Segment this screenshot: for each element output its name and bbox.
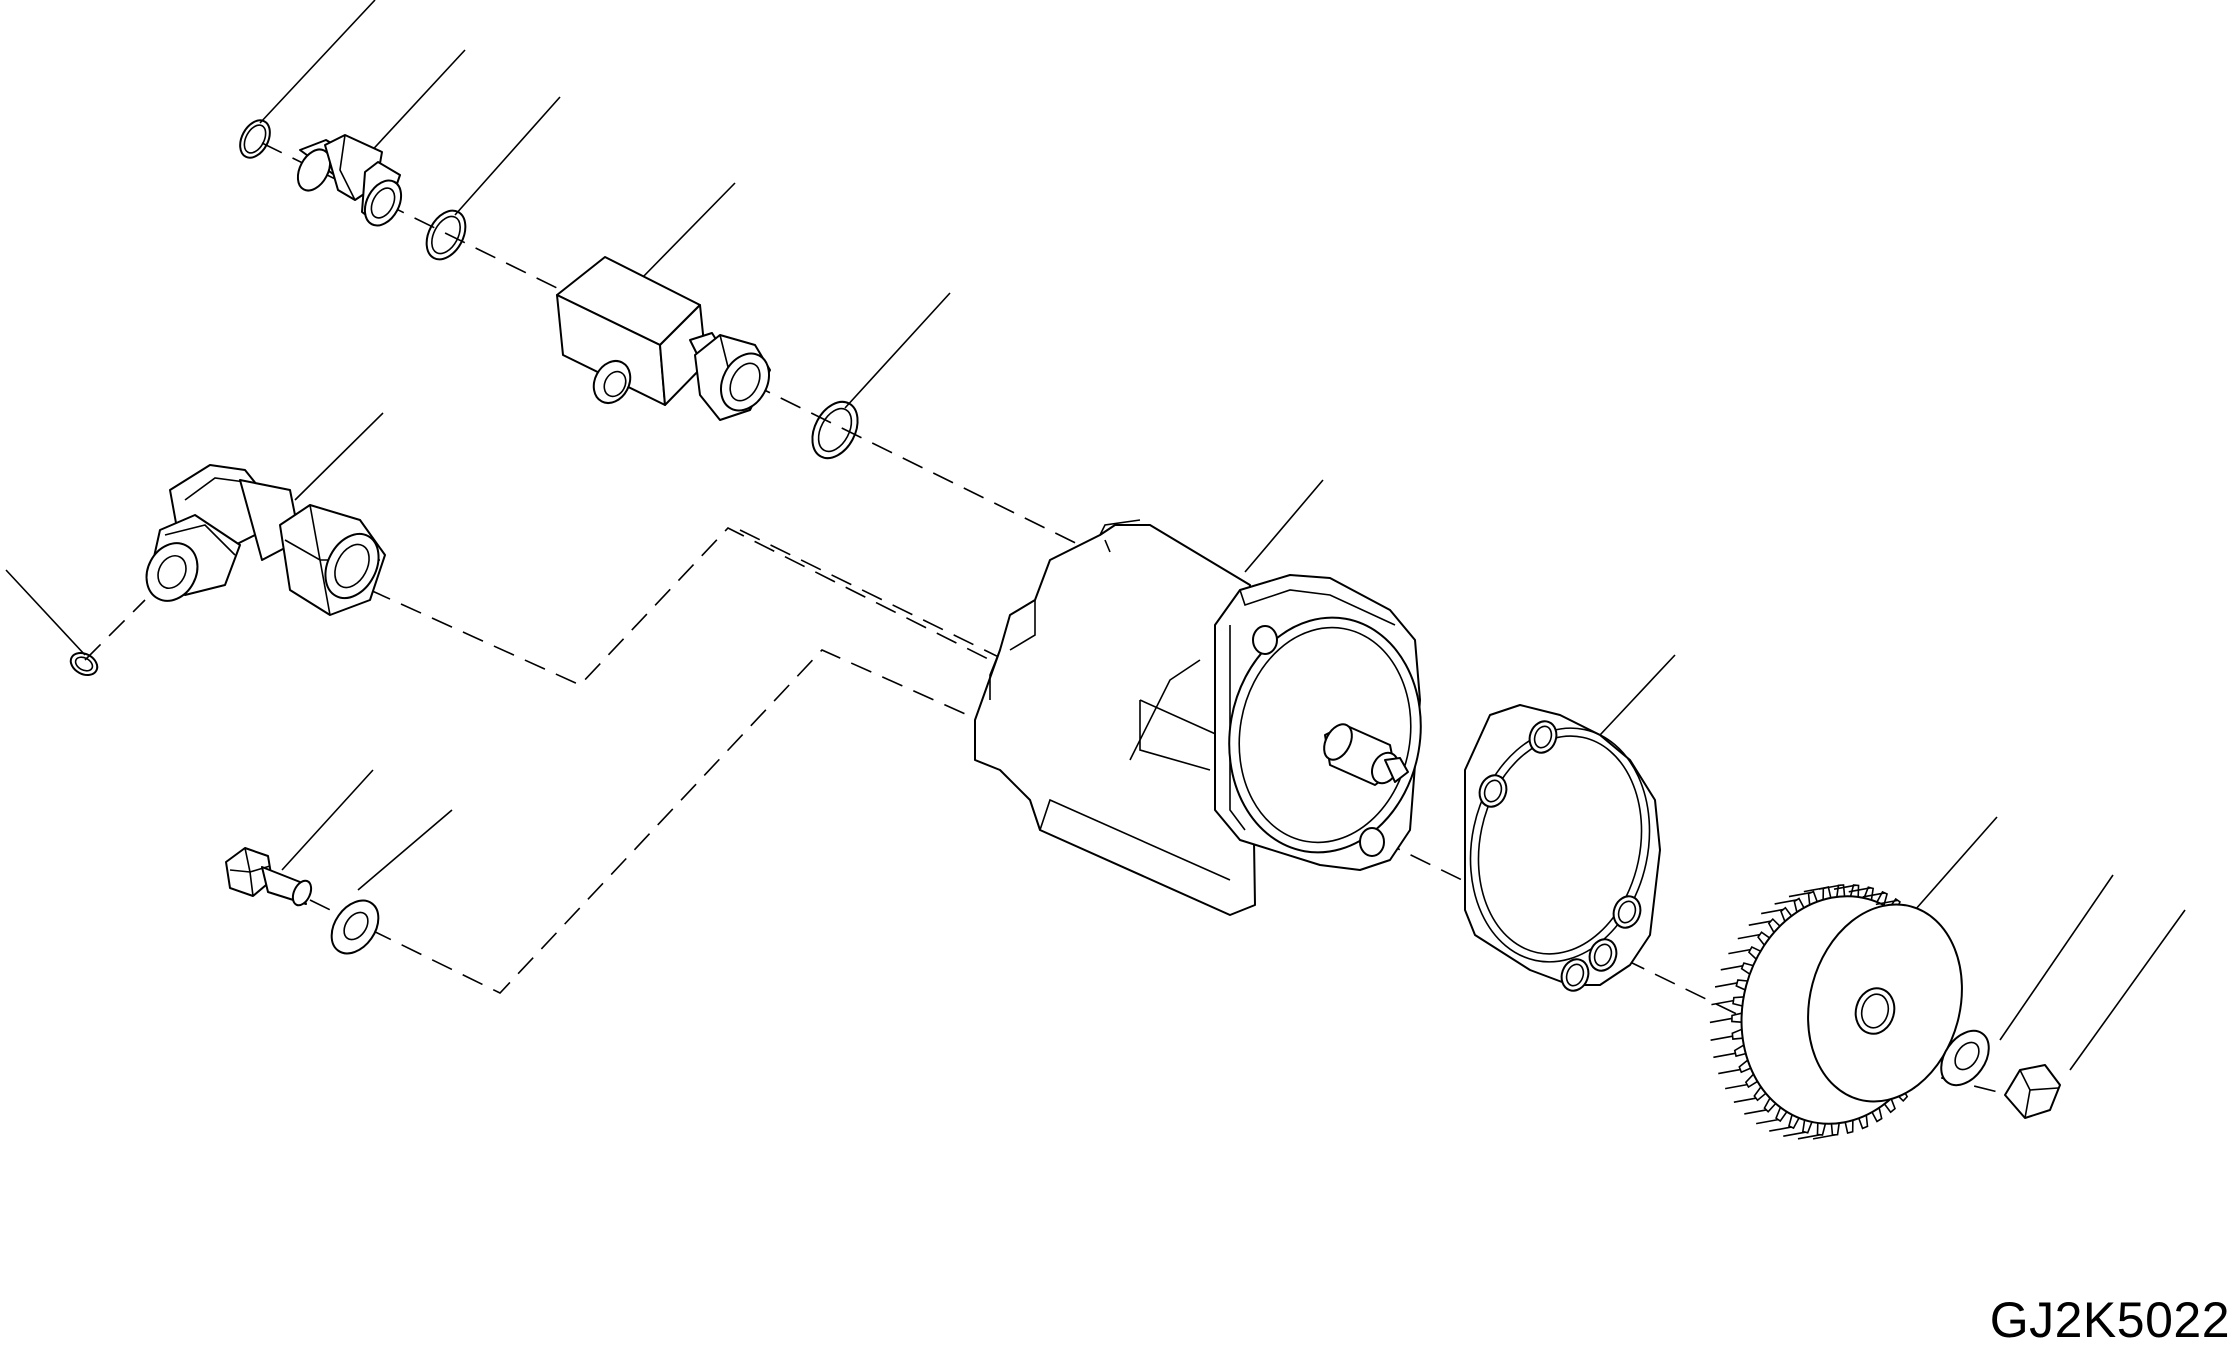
gear-tooth-depth [1783,1132,1805,1136]
gear-tooth [1739,1060,1750,1072]
gear-tooth-depth [1711,1036,1733,1040]
washer-gear [1931,1022,1998,1094]
gear-tooth-depth [1834,885,1856,889]
gear-tooth-depth [1744,1110,1766,1114]
gasket [1449,705,1670,994]
gear-tooth [1764,1098,1775,1112]
gear-tooth [1769,919,1780,932]
gear-tooth [1794,899,1804,913]
gear-tooth-depth [1713,1053,1735,1057]
gear-tooth [1776,1107,1787,1121]
gear-tooth [1803,1120,1812,1133]
o-ring-medium [419,204,473,266]
gear-tooth [1732,1013,1742,1022]
o-ring-tiny [67,649,101,680]
gear-tooth-depth [1711,1001,1733,1005]
gear-tooth [1746,1074,1758,1087]
gear-tooth [1781,908,1791,922]
elbow-fitting [137,465,389,615]
gear-tooth-depth [1721,966,1743,970]
pump-body [975,520,1439,915]
gear-tooth-depth [1715,983,1737,987]
gear-tooth [1872,1108,1882,1122]
gear-tooth-depth [1819,885,1841,889]
gear-tooth-depth [1863,893,1885,897]
gear-tooth [1735,1045,1746,1056]
gear-tooth [1831,1123,1839,1135]
gear-tooth [1742,963,1754,974]
gear-tooth-depth [1813,1135,1835,1139]
mounting-bolt [226,848,315,908]
drive-gear [1710,874,1983,1145]
gear-tooth-depth [1710,1018,1732,1022]
gear-tooth-depth [1718,1070,1740,1074]
block-tee-fitting [557,257,779,420]
o-ring-large [803,394,866,466]
gear-tooth [1809,892,1818,905]
hex-nut-gear [2005,1065,2060,1118]
gear-tooth [1758,932,1769,945]
gear-tooth-depth [1789,893,1811,897]
gear-tooth-depth [1734,1098,1756,1102]
gear-tooth [1736,980,1747,990]
gear-tooth-depth [1798,1135,1820,1139]
gear-tooth [1845,1120,1853,1133]
gear-tooth-depth [1756,1120,1778,1124]
gear-tooth-depth [1749,921,1771,925]
gear-tooth-depth [1738,935,1760,939]
gear-tooth [1754,1087,1766,1100]
gear-tooth [1885,1099,1895,1113]
gear-tooth-depth [1775,900,1797,904]
gear-tooth [1789,1115,1799,1128]
gear-tooth-depth [1728,950,1750,954]
gear-tooth-depth [1849,888,1871,892]
gear-tooth-depth [1761,910,1783,914]
leader-lines [6,0,2185,1070]
gear-tooth [1817,1123,1825,1135]
gear-tooth [1859,1115,1868,1128]
o-ring-small-top [234,115,276,163]
gear-tooth [1733,997,1744,1006]
gear-tooth [1732,1029,1742,1039]
connector-nipple [291,135,408,232]
gear-tooth-depth [1876,900,1898,904]
gear-tooth [1749,947,1761,959]
drawing-code-label: GJ2K5022 [1989,1292,2230,1348]
washer-bolt [322,892,388,962]
gear-tooth-depth [1725,1085,1747,1089]
gear-tooth-depth [1769,1127,1791,1131]
